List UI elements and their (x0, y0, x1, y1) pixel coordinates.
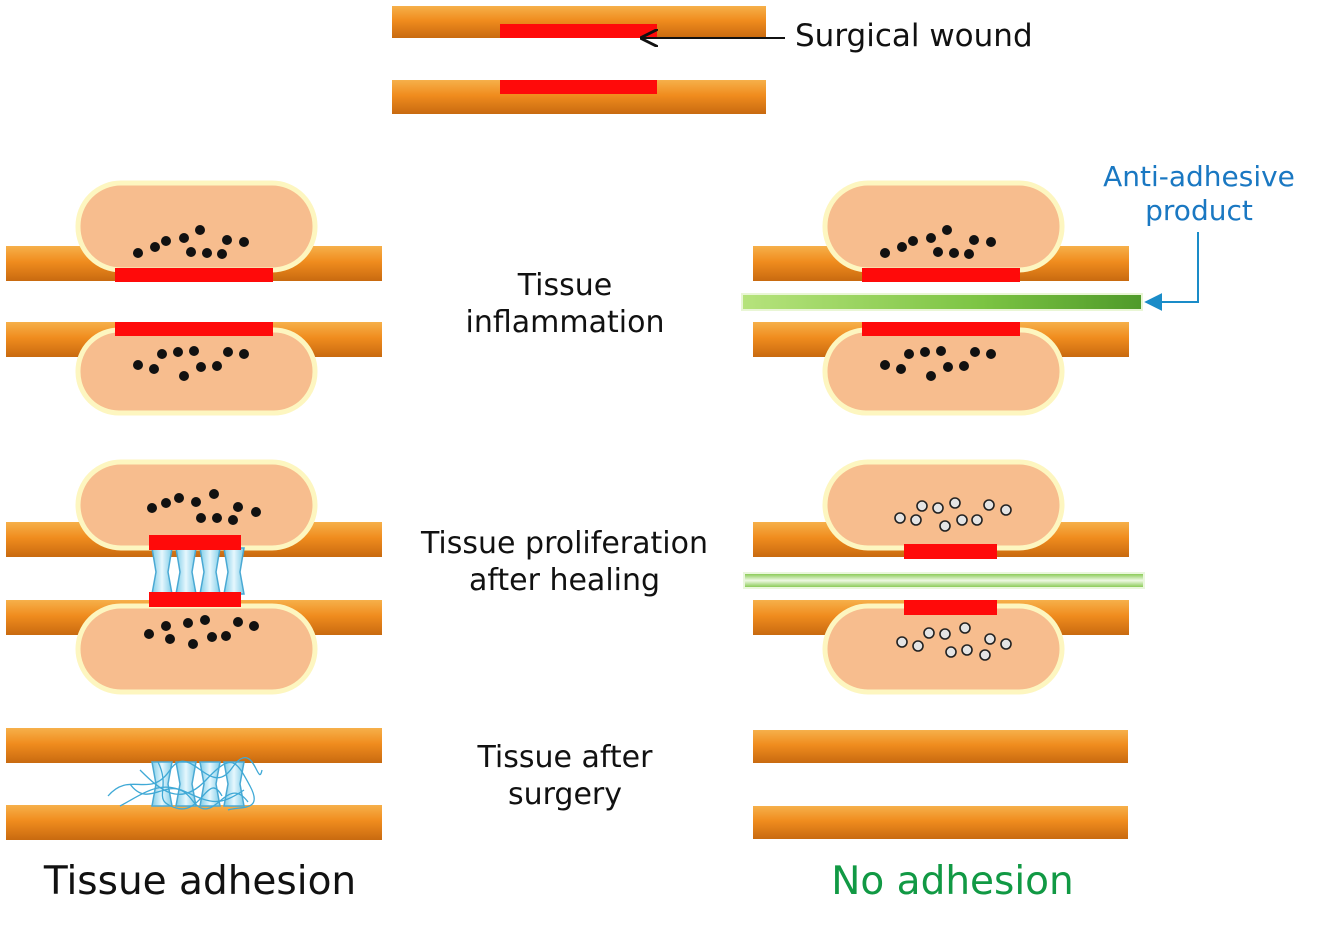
inflamed-tissue (75, 603, 318, 695)
left-inflammation (6, 180, 382, 416)
right-after-surgery (753, 730, 1128, 839)
right-proliferation (743, 459, 1145, 695)
tissue-layer (753, 730, 1128, 763)
tissue-layer (753, 806, 1128, 839)
anti-adhesive-line-1: Anti-adhesive (1103, 160, 1295, 193)
wound-strip (904, 600, 997, 615)
wound-strip (862, 322, 1020, 336)
outcome-tissue-adhesion: Tissue adhesion (43, 859, 357, 904)
inflammatory-cells (880, 225, 996, 381)
stage-after-surgery-label: Tissue after surgery (420, 740, 710, 813)
inflamed-tissue (822, 327, 1065, 416)
anti-adhesive-line-2: product (1145, 193, 1253, 227)
stage-proliferation-label: Tissue proliferation after healing (392, 526, 737, 599)
stage-proliferation-line-2: after healing (468, 562, 661, 598)
inflammatory-cells (144, 489, 261, 649)
wound-strip (500, 24, 657, 38)
stage-inflammation-line-2: inflammation (465, 304, 665, 340)
wound-strip (904, 544, 997, 559)
anti-adhesive-film (741, 293, 1143, 311)
wound-strip (862, 268, 1020, 282)
left-proliferation (6, 459, 382, 695)
stage-inflammation-label: Tissue inflammation (420, 268, 710, 341)
right-inflammation (741, 180, 1199, 416)
resolved-cells (894, 497, 1012, 661)
fibrous-strands (107, 757, 263, 811)
inflamed-tissue (75, 327, 318, 416)
tissue-layer (6, 805, 382, 840)
wound-strip (500, 80, 657, 94)
wound-strip (149, 535, 241, 550)
wound-strip (115, 268, 273, 282)
outcome-no-adhesion: No adhesion (831, 859, 1074, 904)
inflammatory-cells (133, 225, 249, 381)
stage-proliferation-line-1: Tissue proliferation (421, 526, 708, 561)
wound-strip (149, 592, 241, 607)
stage-inflammation-line-1: Tissue (517, 268, 613, 303)
left-after-surgery (6, 728, 382, 840)
anti-adhesive-film (743, 572, 1145, 589)
surgical-wound-label: Surgical wound (795, 18, 1033, 54)
adhesion-bands (151, 547, 245, 595)
wound-strip (115, 322, 273, 336)
tissue-layer (6, 728, 382, 763)
anti-adhesive-product-label: Anti-adhesive product (1090, 160, 1308, 227)
stage-after-line-2: surgery (507, 776, 623, 812)
surgical-wound-group (392, 6, 785, 114)
stage-after-line-1: Tissue after (477, 740, 653, 775)
inflamed-tissue (822, 603, 1065, 695)
product-callout-arrow (1144, 232, 1199, 311)
inflamed-tissue (822, 459, 1065, 551)
